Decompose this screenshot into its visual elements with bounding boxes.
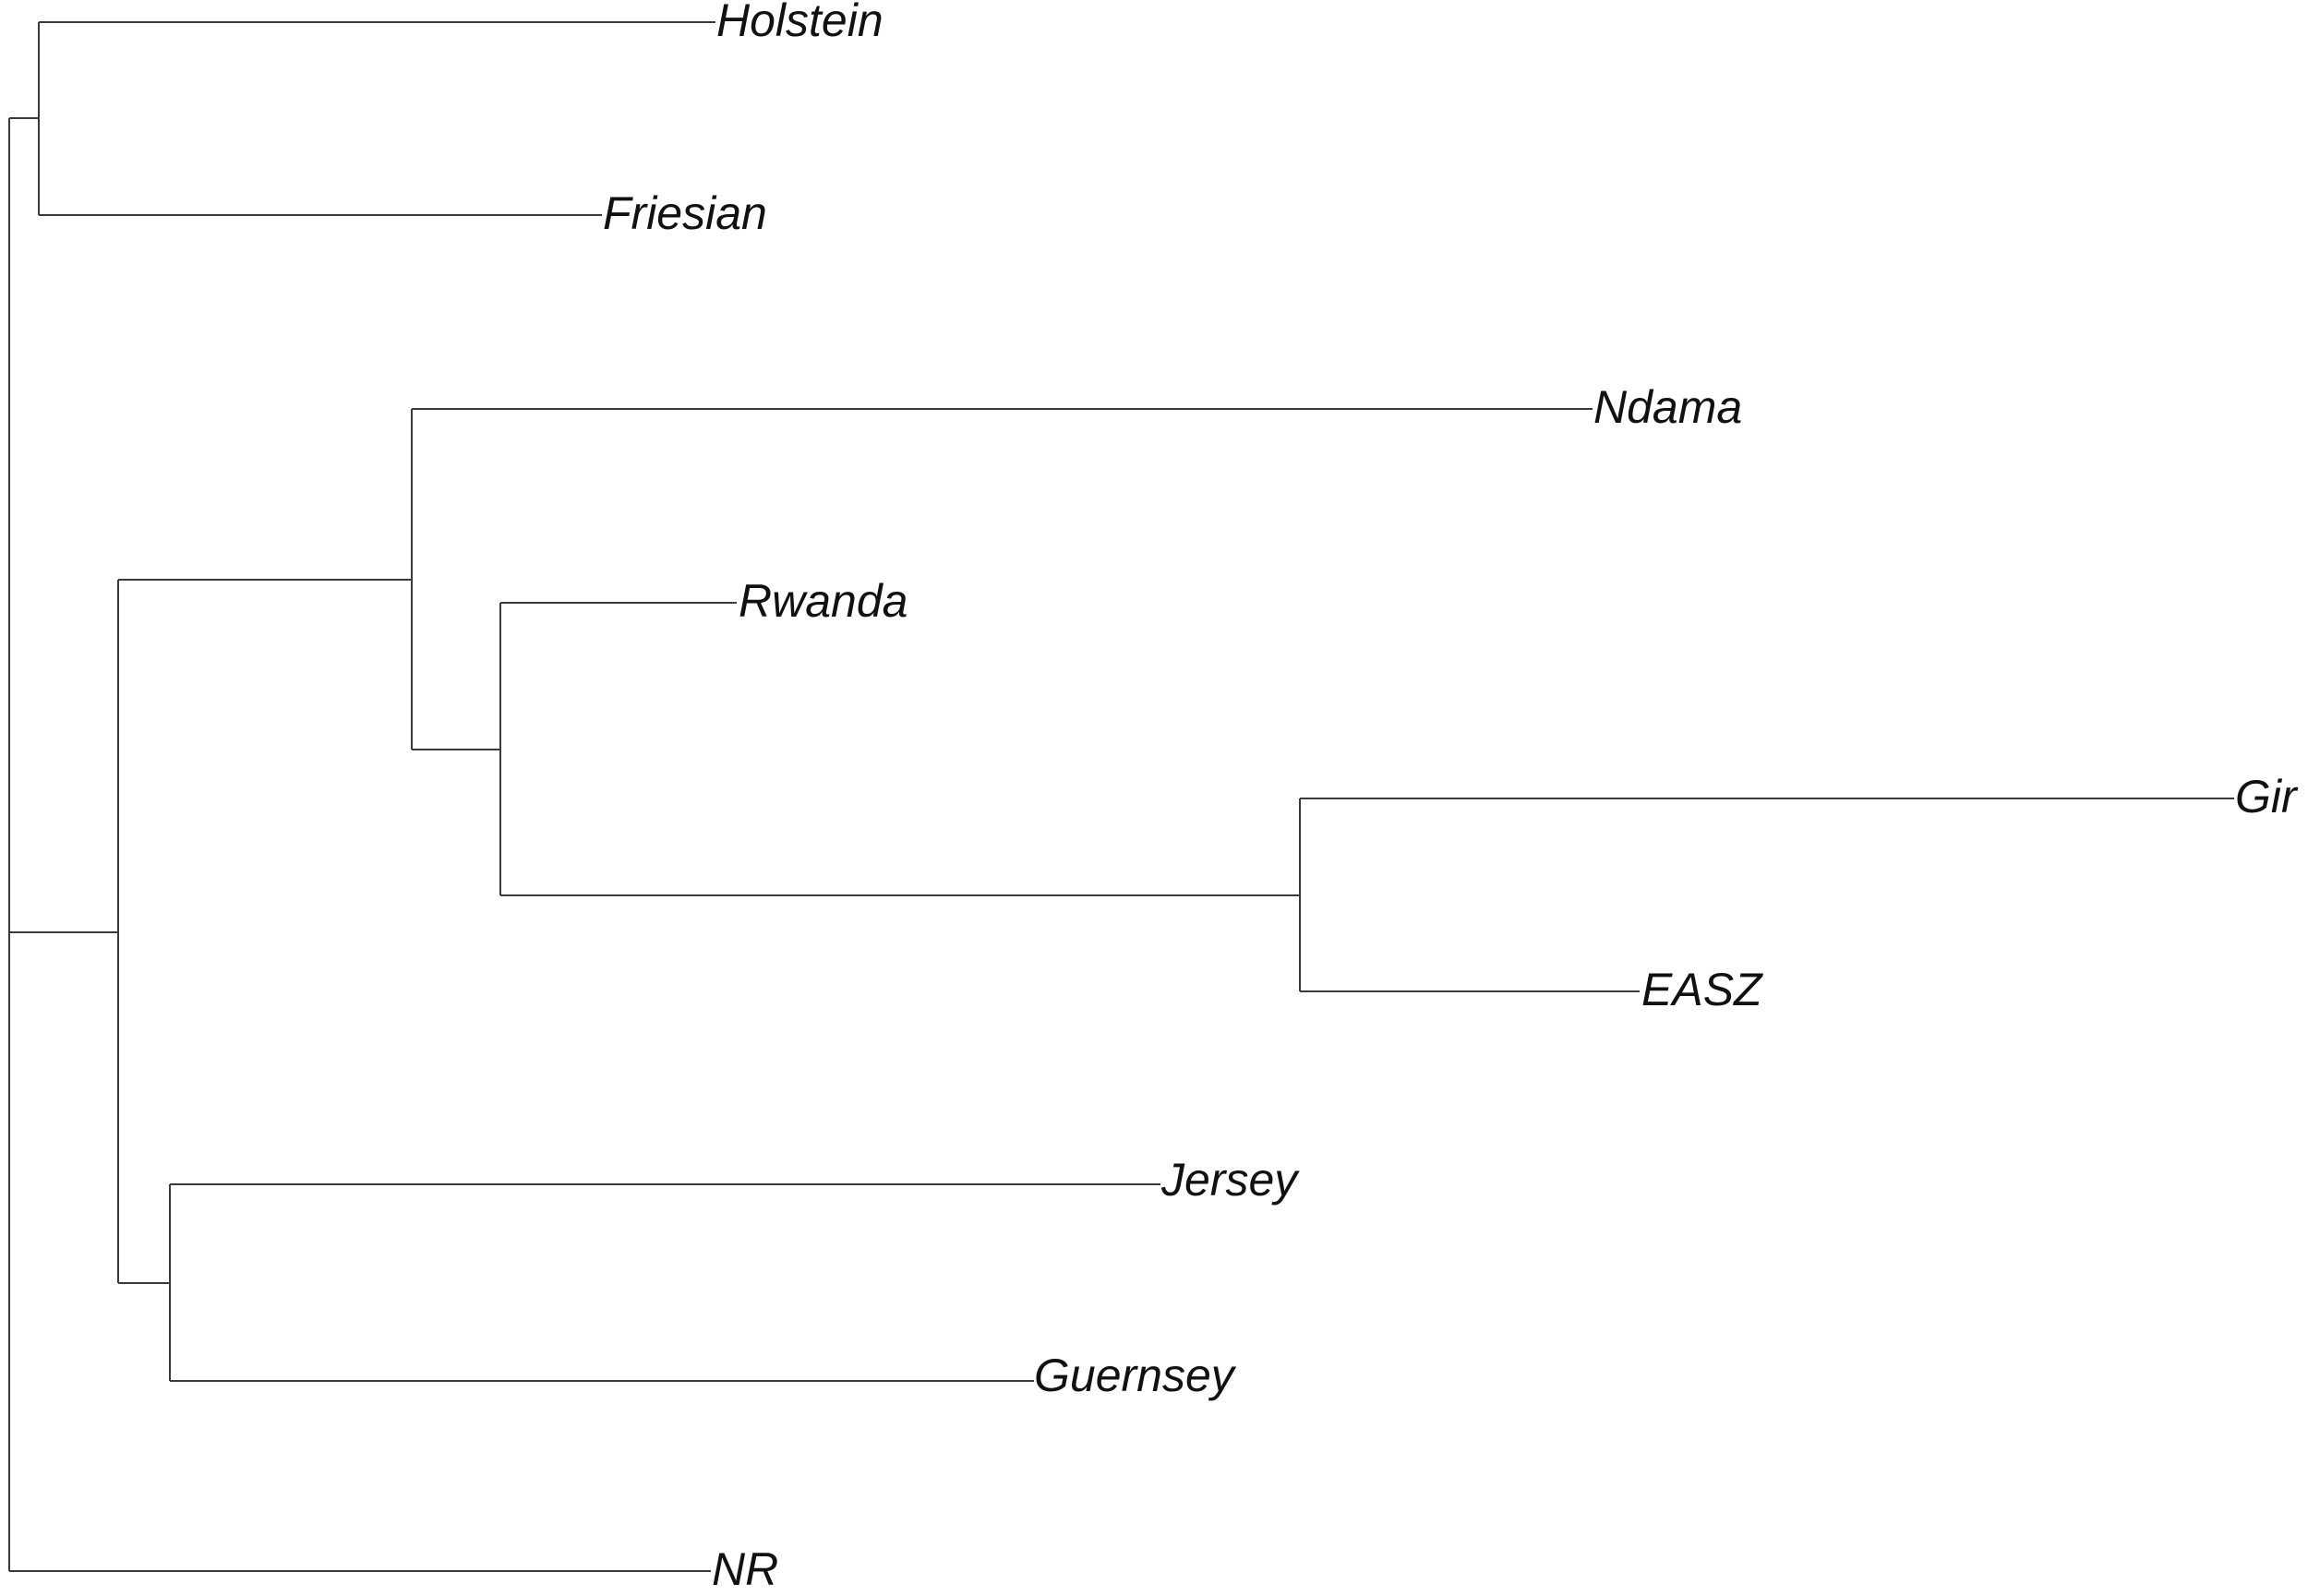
taxon-label-ndama: Ndama [1593, 381, 1742, 433]
taxon-label-friesian: Friesian [603, 187, 767, 239]
taxon-label-easz: EASZ [1641, 964, 1763, 1015]
taxon-label-jersey: Jersey [1160, 1154, 1300, 1206]
taxon-label-rwanda: Rwanda [739, 575, 908, 627]
taxon-label-nr: NR [712, 1543, 778, 1595]
taxon-label-holstein: Holstein [716, 0, 884, 46]
taxon-label-gir: Gir [2235, 771, 2299, 822]
tree-branches [7, 20, 2234, 1573]
taxon-label-guernsey: Guernsey [1034, 1350, 1237, 1401]
tip-labels: Holstein Friesian Ndama Rwanda Gir EASZ … [603, 0, 2299, 1595]
